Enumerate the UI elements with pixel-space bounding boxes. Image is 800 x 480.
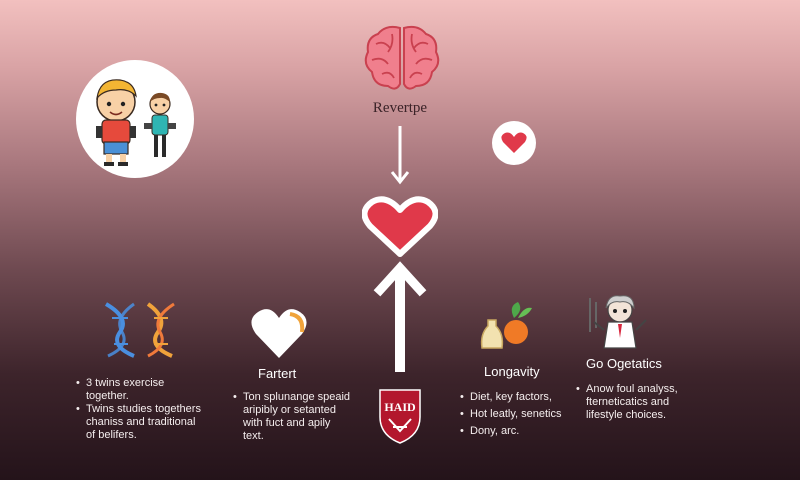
list-item: lifestyle choices.: [586, 409, 667, 421]
list-item: Hot leatly, senetics: [460, 408, 570, 421]
brain-icon: [362, 22, 442, 94]
fartert-bullet-list: Ton splunange speaid aripibly or setante…: [233, 391, 363, 443]
small-heart-badge: [492, 121, 536, 165]
list-item: with fuct and apily: [243, 417, 331, 429]
list-item: Diet, key factors,: [460, 391, 570, 404]
list-item: Ton splunange speaid: [233, 391, 363, 404]
column-title-fartert: Fartert: [258, 366, 297, 381]
longavity-bullet-list: Diet, key factors, Hot leatly, senetics …: [460, 391, 570, 442]
list-item: Anow foul analyss,: [576, 383, 686, 396]
list-item: Dony, arc.: [460, 425, 570, 438]
list-item: aripibly or setanted: [243, 404, 336, 416]
arrow-up-icon: [373, 261, 427, 372]
harvard-text: HAID: [384, 400, 416, 414]
list-item: 3 twins exercise: [76, 377, 226, 390]
dna-icon: [100, 298, 180, 360]
children-illustration: [76, 60, 194, 178]
list-item: chaniss and traditional: [86, 416, 196, 428]
heart-gold-icon: [250, 306, 308, 362]
list-item: fterneticatics and: [586, 396, 670, 408]
brain-label: Revertpe: [372, 100, 428, 116]
list-item: text.: [243, 430, 264, 442]
list-item: Twins studies togethers: [76, 403, 226, 416]
flow-arrows: [373, 126, 427, 372]
list-item: of belifers.: [86, 429, 137, 441]
column-title-go-ogetatics: Go Ogetatics: [586, 356, 662, 371]
arrow-down-icon: [390, 126, 410, 185]
fruit-icon: [478, 294, 534, 354]
list-item: together.: [86, 390, 129, 402]
heart-icon: [501, 132, 527, 153]
go-ogetatics-bullet-list: Anow foul analyss, fterneticatics and li…: [576, 383, 686, 422]
twins-bullet-list: 3 twins exercise together. Twins studies…: [76, 377, 226, 442]
column-title-longavity: Longavity: [484, 364, 540, 379]
harvard-shield-icon: HAID: [377, 387, 423, 445]
central-heart-icon: [361, 196, 439, 258]
scientist-icon: [584, 292, 654, 354]
